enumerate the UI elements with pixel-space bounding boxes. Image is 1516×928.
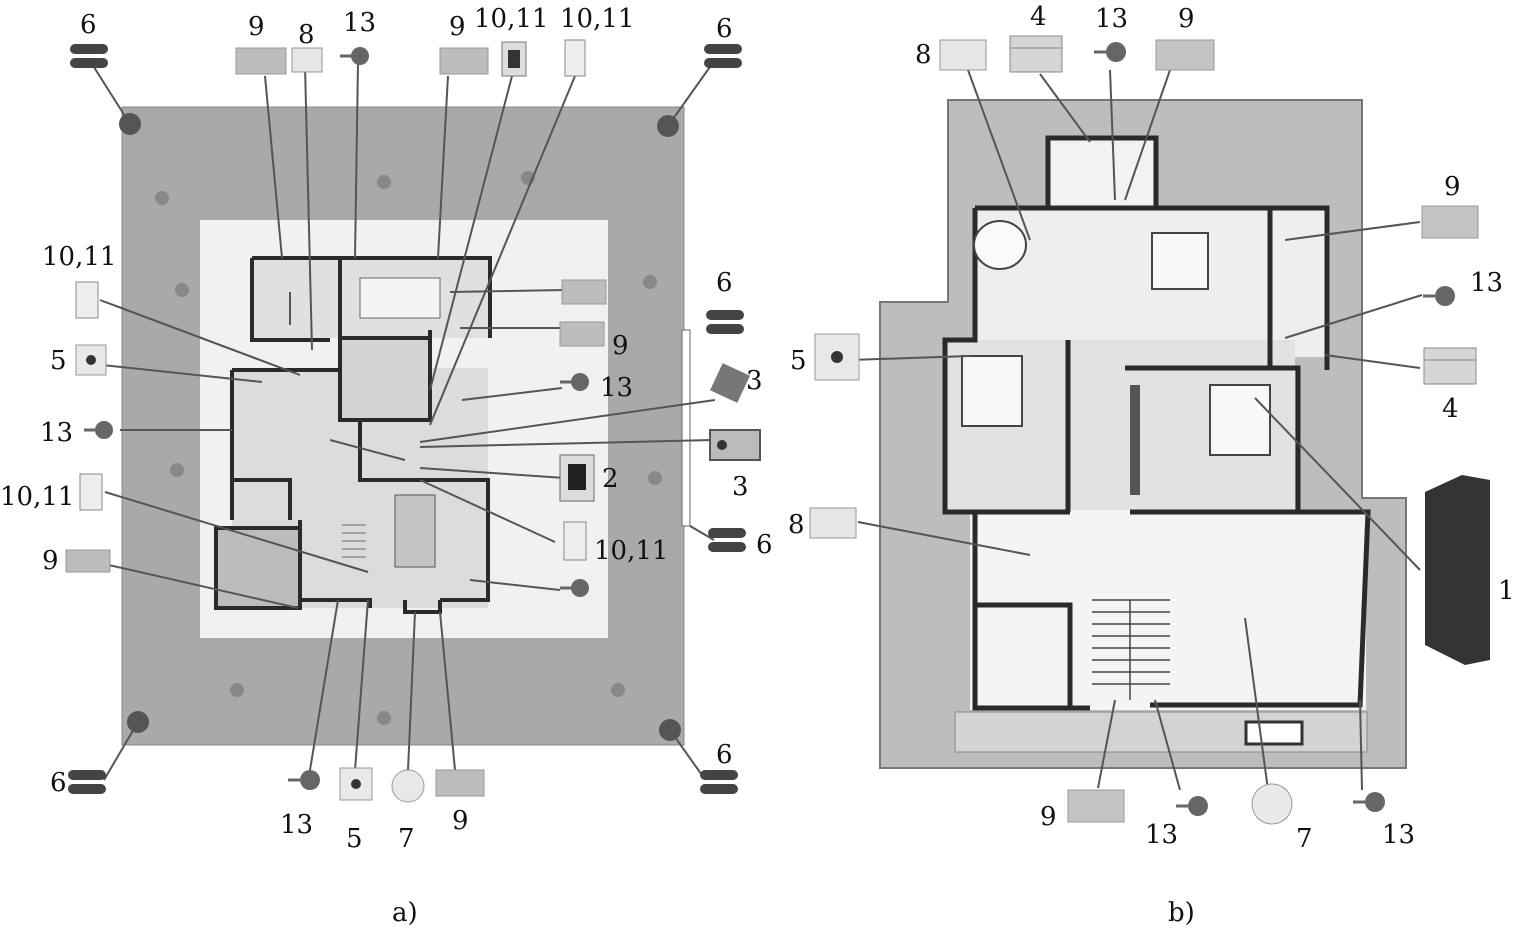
callout-b-14: 13 bbox=[1382, 820, 1416, 850]
callout-b-5: 9 bbox=[1444, 172, 1461, 202]
twin-detector-icon bbox=[704, 44, 742, 68]
callout-a-3: 8 bbox=[298, 20, 315, 50]
door-contact-icon bbox=[79, 473, 103, 511]
camera-icon bbox=[560, 579, 589, 597]
curtain-sensor-icon bbox=[559, 321, 605, 347]
callout-b-1: 4 bbox=[1030, 2, 1047, 32]
callout-a-1: 6 bbox=[80, 10, 97, 40]
twin-detector-icon bbox=[706, 310, 744, 334]
camera-icon bbox=[1353, 792, 1385, 812]
camera-icon bbox=[1176, 796, 1208, 816]
callout-a-22: 6 bbox=[50, 768, 67, 798]
siren-icon bbox=[1009, 35, 1063, 73]
callout-a-19: 2 bbox=[602, 464, 619, 494]
caption-a: a) bbox=[392, 898, 418, 928]
twin-detector-icon bbox=[68, 770, 106, 794]
yard-lights bbox=[155, 171, 662, 725]
curtain-sensor-icon bbox=[561, 279, 607, 305]
door-contact-icon bbox=[563, 521, 587, 561]
smoke-detector-icon bbox=[291, 47, 323, 73]
callout-a-27: 6 bbox=[716, 740, 733, 770]
callout-b-3: 9 bbox=[1178, 4, 1195, 34]
panel-b-plan bbox=[879, 99, 1490, 769]
alarm-host-icon bbox=[709, 429, 761, 461]
ground-floor-house bbox=[214, 256, 492, 614]
callout-a-18: 3 bbox=[732, 472, 749, 502]
callout-a-23: 13 bbox=[280, 810, 314, 840]
twin-detector-icon bbox=[70, 44, 108, 68]
callout-b-10: 8 bbox=[788, 510, 805, 540]
callout-b-13: 7 bbox=[1296, 824, 1313, 854]
callout-b-11: 9 bbox=[1040, 802, 1057, 832]
callout-b-2: 13 bbox=[1095, 4, 1129, 34]
callout-a-13: 9 bbox=[42, 546, 59, 576]
curtain-sensor-icon bbox=[1421, 205, 1479, 239]
dome-camera-icon bbox=[1251, 783, 1293, 825]
callout-a-21: 6 bbox=[756, 530, 773, 560]
callout-a-2: 9 bbox=[248, 12, 265, 42]
callout-a-12: 10,11 bbox=[0, 482, 75, 512]
curtain-sensor-icon bbox=[1067, 789, 1125, 823]
curtain-sensor-icon bbox=[235, 47, 287, 75]
camera-icon bbox=[1094, 42, 1126, 62]
twin-detector-icon bbox=[700, 770, 738, 794]
callout-a-8: 6 bbox=[716, 14, 733, 44]
callout-b-8: 5 bbox=[790, 346, 807, 376]
callout-b-7: 4 bbox=[1442, 394, 1459, 424]
callout-a-16: 13 bbox=[600, 373, 634, 403]
callout-a-25: 7 bbox=[398, 824, 415, 854]
callout-a-7: 10,11 bbox=[560, 4, 635, 34]
fence-bar bbox=[681, 329, 691, 527]
caption-b: b) bbox=[1168, 898, 1195, 928]
door-contact-icon bbox=[75, 281, 99, 319]
callout-a-11: 13 bbox=[40, 418, 74, 448]
callout-a-5: 9 bbox=[449, 12, 466, 42]
smoke-detector-icon bbox=[809, 507, 857, 539]
keypad-icon bbox=[559, 454, 595, 502]
callout-b-12: 13 bbox=[1145, 820, 1179, 850]
siren-icon bbox=[1423, 347, 1477, 385]
curtain-sensor-icon bbox=[1155, 39, 1215, 71]
callout-a-6: 10,11 bbox=[474, 4, 549, 34]
callout-a-26: 9 bbox=[452, 806, 469, 836]
leader-lines bbox=[91, 61, 1423, 791]
callout-a-9: 10,11 bbox=[42, 242, 117, 272]
callout-b-4: 8 bbox=[915, 40, 932, 70]
panel-a-plan bbox=[119, 106, 691, 746]
callout-a-4: 13 bbox=[343, 8, 377, 38]
panic-button-icon bbox=[814, 333, 860, 381]
camera-icon bbox=[560, 373, 589, 391]
callout-b-6: 13 bbox=[1470, 268, 1504, 298]
callout-a-10: 5 bbox=[50, 346, 67, 376]
panic-button-icon bbox=[75, 344, 107, 376]
smoke-detector-icon bbox=[939, 39, 987, 71]
camera-icon bbox=[288, 770, 320, 790]
door-contact-icon bbox=[501, 41, 527, 77]
callout-a-15: 9 bbox=[612, 331, 629, 361]
dome-camera-icon bbox=[391, 769, 425, 803]
callout-a-17: 3 bbox=[746, 366, 763, 396]
callout-a-24: 5 bbox=[346, 824, 363, 854]
callout-a-20: 10,11 bbox=[594, 536, 669, 566]
panic-button-icon bbox=[339, 767, 373, 801]
callout-a-14: 6 bbox=[716, 268, 733, 298]
curtain-sensor-icon bbox=[439, 47, 489, 75]
twin-detector-icon bbox=[708, 528, 746, 552]
glass-break-icon bbox=[710, 363, 750, 403]
camera-icon bbox=[1423, 286, 1455, 306]
keypad-box bbox=[1425, 475, 1490, 665]
curtain-sensor-icon bbox=[435, 769, 485, 797]
camera-icon bbox=[340, 47, 369, 65]
door-contact-icon bbox=[564, 39, 586, 77]
camera-icon bbox=[84, 421, 113, 439]
curtain-sensor-icon bbox=[65, 549, 111, 573]
callout-b-9: 1 bbox=[1498, 576, 1515, 606]
